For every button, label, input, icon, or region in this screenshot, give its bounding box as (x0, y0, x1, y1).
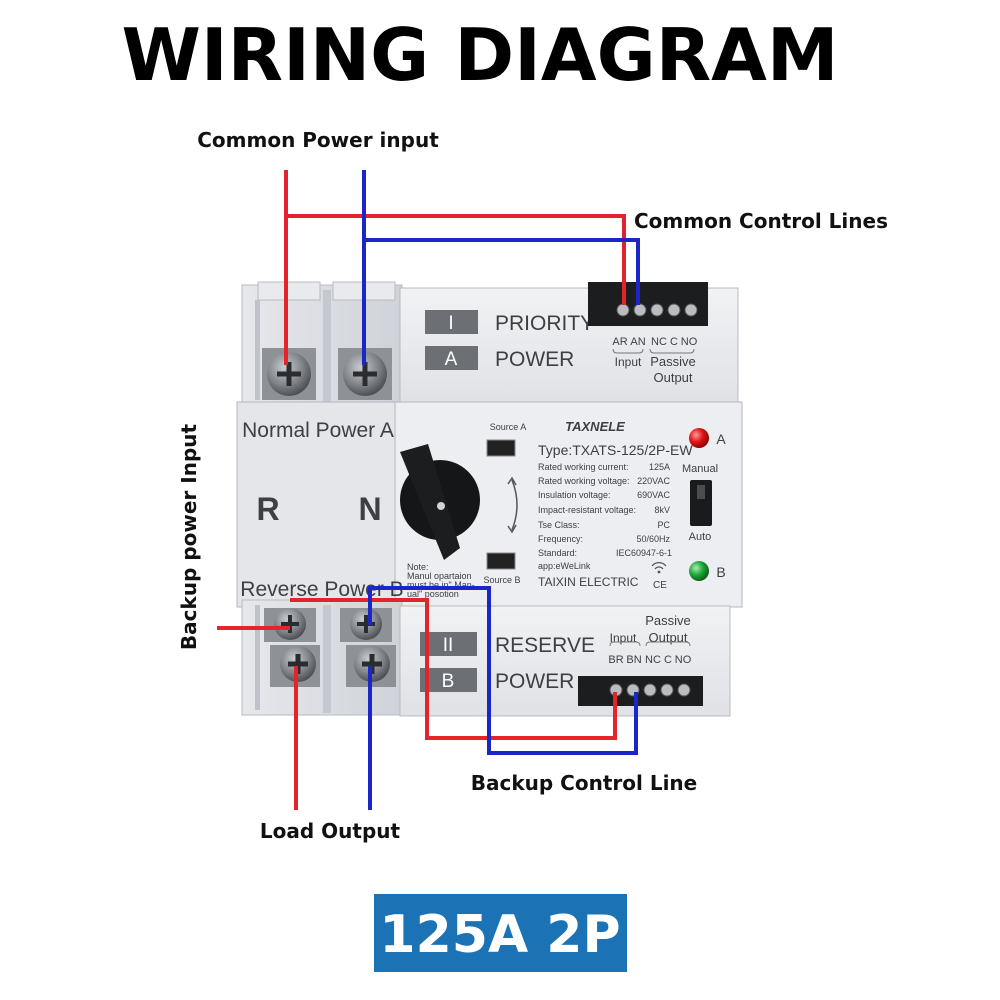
spec-val: 8kV (654, 505, 670, 515)
spec-key: Standard: (538, 548, 577, 558)
bottom-terminal-br: BR (608, 654, 623, 666)
terminal-screw-bottom-n1-icon (340, 608, 392, 642)
led-b-indicator-icon (689, 561, 709, 581)
source-b-window (486, 552, 516, 570)
top-terminal-ar: AR (612, 336, 627, 348)
wires (217, 170, 640, 810)
reserve-letter-box (420, 668, 477, 692)
power-a-label: POWER (495, 348, 574, 371)
source-a-window (486, 439, 516, 457)
bottom-input-label: Input (610, 631, 637, 645)
top-terminal-an: AN (630, 336, 645, 348)
bottom-output-label: Output (648, 630, 687, 645)
spec-val: PC (657, 520, 670, 530)
maker-label: TAIXIN ELECTRIC (538, 575, 639, 589)
bottom-terminal-nc: NC (645, 654, 661, 666)
wifi-icon (651, 562, 667, 574)
reserve-roman: II (443, 635, 454, 656)
spec-key: Frequency: (538, 534, 583, 544)
top-control-terminal-strip (588, 282, 708, 326)
top-passive-label: Passive (650, 354, 696, 369)
spec-key: Impact-resistant voltage: (538, 505, 636, 515)
priority-letter-box (425, 346, 478, 370)
rating-badge-text: 125A 2P (379, 905, 620, 965)
spec-table: Rated working current: 125A Rated workin… (538, 462, 672, 558)
bottom-terminal-bn: BN (626, 654, 641, 666)
svg-text:ual" posotion: ual" posotion (407, 589, 459, 599)
common-power-input-label: Common Power input (197, 128, 439, 152)
ce-mark: CE (653, 580, 667, 591)
top-terminal-no: NO (681, 336, 698, 348)
top-control-screws (616, 303, 698, 317)
common-control-lines-label: Common Control Lines (634, 209, 888, 233)
auto-label: Auto (689, 531, 712, 543)
ats-device: I A PRIORITY POWER AR AN NC C NO Input P… (236, 281, 743, 717)
terminal-screw-bottom-r1-icon (264, 608, 316, 642)
spec-val: 690VAC (637, 490, 670, 500)
spec-val: 125A (649, 462, 670, 472)
source-a-label: Source A (490, 422, 527, 432)
svg-text:must be in" Man-: must be in" Man- (407, 580, 475, 590)
load-output-label: Load Output (260, 819, 401, 843)
manual-label: Manual (682, 463, 718, 475)
top-output-label: Output (653, 370, 692, 385)
priority-roman-box (425, 310, 478, 334)
device-type: Type:TXATS-125/2P-EW (538, 442, 693, 458)
wire-backup-blue (368, 586, 638, 755)
led-a-indicator-icon (689, 428, 709, 448)
terminal-screw-top-r-icon (262, 348, 316, 400)
wire-backup-control-red (290, 598, 617, 740)
reserve-roman-box (420, 632, 477, 656)
backup-control-line-label: Backup Control Line (471, 771, 697, 795)
spec-key: Rated working voltage: (538, 476, 630, 486)
wire-common-control-red (286, 214, 626, 305)
bottom-terminal-no: NO (675, 654, 692, 666)
top-terminal-nc: NC (651, 336, 667, 348)
svg-text:Manul opartaion: Manul opartaion (407, 571, 472, 581)
spec-val: 50/60Hz (636, 534, 670, 544)
spec-key: Rated working current: (538, 462, 629, 472)
note-text: Note: Manul opartaion must be in" Man- u… (407, 562, 475, 599)
bottom-passive-label: Passive (645, 613, 691, 628)
rotation-arrow-icon (511, 479, 518, 531)
priority-letter: A (445, 349, 458, 370)
top-input-label: Input (615, 355, 642, 369)
rating-badge (374, 894, 627, 972)
source-b-label: Source B (483, 575, 520, 585)
backup-power-input-label: Backup power Input (177, 423, 201, 650)
manual-auto-switch[interactable] (690, 480, 712, 526)
reverse-power-b-label: Reverse Power B (240, 578, 403, 601)
led-a-label: A (716, 431, 726, 447)
priority-roman: I (448, 313, 453, 334)
spec-key: Tse Class: (538, 520, 580, 530)
n-label: N (358, 491, 381, 527)
reserve-label: RESERVE (495, 634, 595, 657)
page-title: WIRING DIAGRAM (121, 13, 838, 97)
power-b-label: POWER (495, 670, 574, 693)
reserve-letter: B (442, 671, 455, 692)
brand-logo: TAXNELE (565, 419, 625, 434)
top-terminal-c: C (670, 336, 678, 348)
svg-text:Note:: Note: (407, 562, 429, 572)
bottom-control-screws (609, 683, 691, 697)
spec-val: IEC60947-6-1 (616, 548, 672, 558)
r-label: R (256, 491, 279, 527)
bottom-terminal-c: C (664, 654, 672, 666)
spec-val: 220VAC (637, 476, 670, 486)
wire-common-control-blue (364, 238, 640, 305)
app-label: app:eWeLink (538, 561, 591, 571)
priority-label: PRIORITY (495, 312, 594, 335)
normal-power-a-label: Normal Power A (242, 419, 394, 442)
led-b-label: B (716, 564, 725, 580)
rotary-switch-handle-icon[interactable] (400, 444, 480, 560)
spec-key: Insulation voltage: (538, 490, 611, 500)
